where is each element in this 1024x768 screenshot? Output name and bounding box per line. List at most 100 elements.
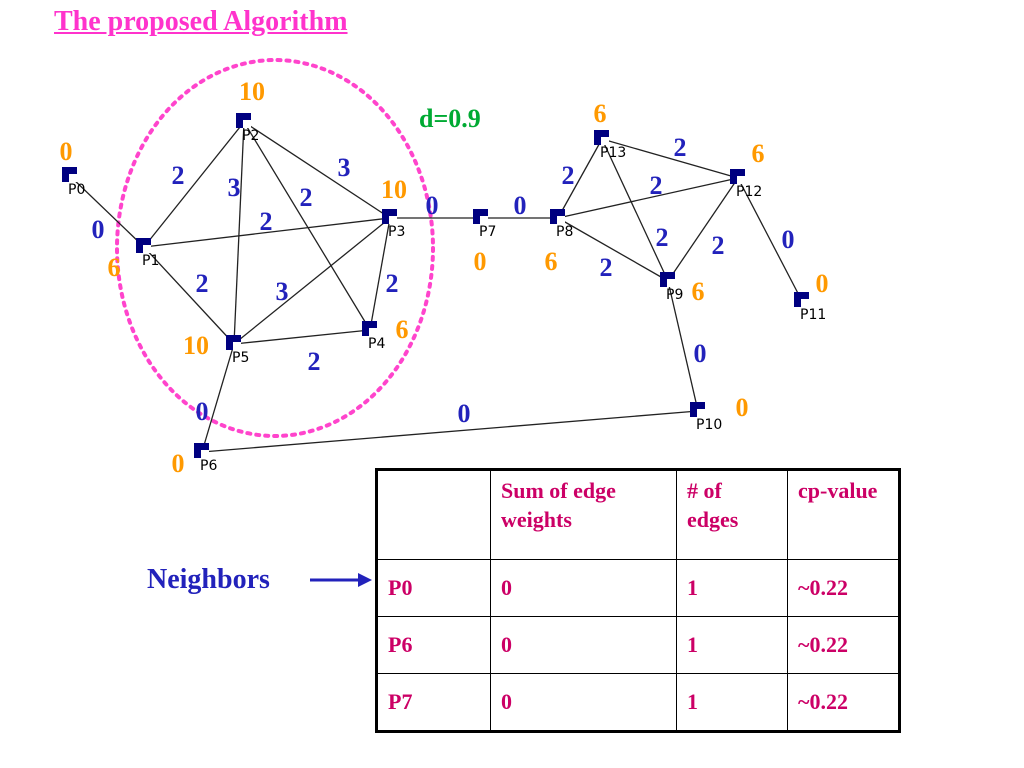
neighbors-label: Neighbors [147, 564, 270, 595]
edge-p8-p13 [557, 138, 603, 219]
cp-value-label: 6 [396, 315, 409, 344]
edge-weight-label: 0 [694, 339, 707, 368]
node-p4: P4 [362, 321, 385, 352]
edge-weight-label: 2 [674, 133, 687, 162]
cp-value-label: 10 [183, 331, 209, 360]
node-label: P10 [696, 417, 722, 433]
table-header-row: Sum of edge weights # of edges cp-value [376, 469, 900, 560]
node-label: P3 [388, 224, 405, 240]
cp-value-label: 6 [752, 139, 765, 168]
edge-weight-label: 3 [276, 277, 289, 306]
cp-value-label: 6 [594, 99, 607, 128]
node-label: P7 [479, 224, 496, 240]
cp-value-label: 0 [60, 137, 73, 166]
edge-weight-label: 2 [308, 347, 321, 376]
edge-p12-p11 [737, 177, 803, 302]
edge-weight-label: 2 [600, 253, 613, 282]
table-cell: 0 [490, 559, 677, 617]
table-cell: P0 [376, 559, 491, 617]
node-p7: P7 [473, 209, 496, 240]
node-p9: P9 [660, 272, 683, 303]
arrow-icon [310, 573, 372, 587]
node-p12: P12 [730, 169, 762, 200]
table-cell: ~0.22 [787, 673, 900, 732]
edge-p8-p9 [557, 217, 669, 282]
edge-weight-label: 2 [712, 231, 725, 260]
table-cell: P7 [376, 673, 491, 732]
table-row: P0 0 1 ~0.22 [376, 559, 900, 617]
table-row: P7 0 1 ~0.22 [376, 673, 900, 732]
edge-weight-label: 0 [196, 397, 209, 426]
parameter-label: d=0.9 [419, 104, 481, 133]
node-label: P8 [556, 224, 573, 240]
cp-value-label: 0 [474, 247, 487, 276]
table-cell: 0 [490, 616, 677, 674]
edge-p1-p2 [143, 121, 245, 248]
cp-value-label: 0 [816, 269, 829, 298]
edge-weight-label: 0 [514, 191, 527, 220]
edge-weight-label: 3 [338, 153, 351, 182]
node-label: P2 [242, 128, 259, 144]
node-label: P9 [666, 287, 683, 303]
node-label: P11 [800, 307, 826, 323]
edge-p13-p12 [601, 138, 739, 179]
cp-value-label: 0 [172, 449, 185, 478]
node-p6: P6 [194, 443, 217, 474]
node-p0: P0 [62, 167, 85, 198]
node-p10: P10 [690, 402, 722, 433]
node-p3: P3 [382, 209, 405, 240]
edge-weight-label: 0 [458, 399, 471, 428]
table-cell: P6 [376, 616, 491, 674]
edge-weight-label: 2 [196, 269, 209, 298]
edge-p5-p6 [201, 343, 235, 453]
edge-p3-p4 [369, 217, 391, 331]
node-label: P6 [200, 458, 217, 474]
table-header-cell: cp-value [787, 469, 900, 560]
edge-weight-label: 2 [172, 161, 185, 190]
cp-value-label: 6 [108, 253, 121, 282]
node-p5: P5 [226, 335, 249, 366]
edge-p3-p5 [233, 217, 391, 345]
table-cell: 1 [676, 673, 788, 732]
node-label: P4 [368, 336, 385, 352]
table-header-cell: # of edges [676, 469, 788, 560]
node-p8: P8 [550, 209, 573, 240]
edge-p2-p4 [243, 121, 371, 331]
edge-p8-p12 [557, 177, 739, 219]
edge-p9-p10 [667, 280, 699, 412]
table-header-cell [376, 469, 491, 560]
node-label: P1 [142, 253, 159, 269]
node-p11: P11 [794, 292, 826, 323]
edge-p13-p9 [601, 138, 669, 282]
edge-p0-p1 [69, 175, 145, 248]
edge-weight-label: 2 [656, 223, 669, 252]
cluster-outline [115, 58, 435, 438]
cp-value-table: Sum of edge weights # of edges cp-value … [375, 468, 901, 733]
table-header-cell: Sum of edge weights [490, 469, 677, 560]
table-cell: ~0.22 [787, 559, 900, 617]
node-label: P13 [600, 145, 626, 161]
edge-p9-p12 [667, 177, 739, 282]
edge-weight-label: 2 [300, 183, 313, 212]
node-p13: P13 [594, 130, 626, 161]
edge-p6-p10 [201, 410, 699, 453]
edge-weight-label: 3 [228, 173, 241, 202]
edge-weight-label: 2 [562, 161, 575, 190]
node-p2: P2 [236, 113, 259, 144]
cp-value-label: 0 [736, 393, 749, 422]
cp-value-label: 10 [381, 175, 407, 204]
edge-p1-p3 [143, 217, 391, 248]
edge-weight-label: 0 [426, 191, 439, 220]
edge-p1-p5 [143, 246, 235, 345]
edge-weight-label: 2 [650, 171, 663, 200]
edge-p2-p3 [243, 121, 391, 219]
node-label: P5 [232, 350, 249, 366]
node-label: P12 [736, 184, 762, 200]
node-p1: P1 [136, 238, 159, 269]
cp-value-label: 6 [545, 247, 558, 276]
cp-value-label: 10 [239, 77, 265, 106]
edge-p5-p4 [233, 329, 371, 345]
edge-weight-label: 0 [92, 215, 105, 244]
edge-weight-label: 0 [782, 225, 795, 254]
